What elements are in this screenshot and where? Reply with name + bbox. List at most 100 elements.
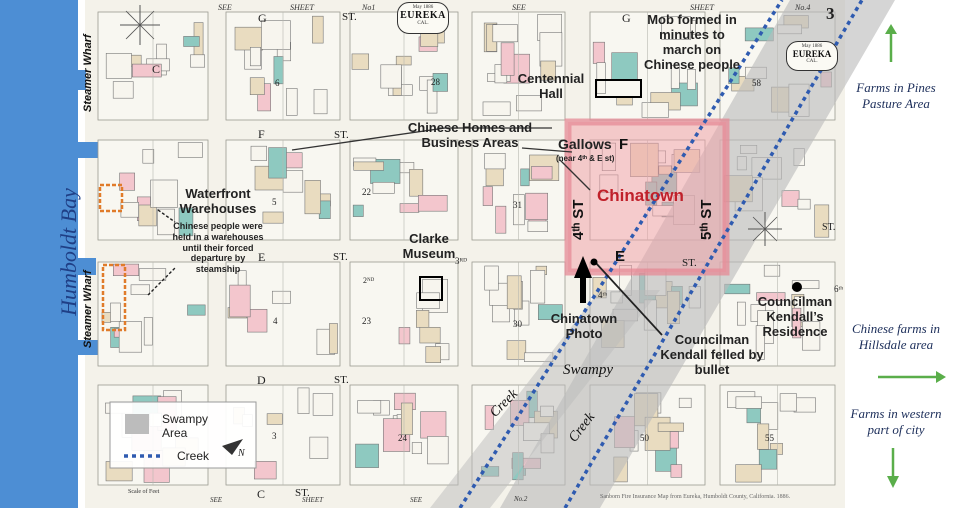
building [178, 207, 194, 237]
f-street-label: F [619, 136, 629, 153]
sheet-label-5: SHEET [690, 3, 714, 12]
arrow-chinese-farms-head [936, 371, 946, 383]
building [118, 321, 142, 353]
councilman-fell-label: Councilman Kendall felled by bullet [660, 332, 764, 377]
title-badge-state: CAL. [417, 21, 429, 26]
building [415, 310, 430, 328]
councilman-residence-label: Councilman Kendall’s Residence [757, 294, 833, 339]
waterfront-title: Waterfront Warehouses [179, 186, 257, 216]
building [399, 203, 420, 213]
street-e-left: E [258, 250, 266, 264]
building [797, 198, 811, 210]
block-number: 23 [362, 316, 371, 326]
building [110, 302, 121, 322]
building [670, 65, 680, 89]
building [380, 64, 402, 89]
page-number: 3 [826, 4, 835, 23]
sheet-label-3: No1 [362, 3, 376, 12]
block-number: 28 [431, 77, 440, 87]
block-number: 50 [640, 433, 649, 443]
building [525, 192, 548, 220]
building [531, 166, 553, 180]
building [527, 220, 549, 232]
building [686, 69, 696, 90]
block-number: 3 [272, 431, 277, 441]
block-number: 31 [513, 200, 522, 210]
swampy-area-lower [430, 290, 660, 508]
title-badge-name: EUREKA [400, 10, 446, 21]
building [409, 169, 424, 197]
building [411, 442, 423, 454]
building [250, 46, 261, 67]
source-credit: Sanborn Fire Insurance Map from Eureka, … [600, 494, 791, 500]
street-c-st-bottom: ST. [295, 487, 310, 499]
building [611, 52, 638, 82]
building [138, 268, 167, 281]
building [793, 397, 816, 413]
block-number: 5 [272, 197, 277, 207]
building [352, 204, 364, 217]
chinatown-zone [564, 118, 730, 276]
legend-north-label: N [238, 448, 245, 459]
clarke-museum-box [419, 276, 443, 301]
scale-text: Scale of Feet [128, 489, 160, 495]
building [262, 211, 284, 224]
building [112, 81, 134, 99]
chinatown-photo-label: Chinatown Photo [550, 311, 618, 341]
sheet-label-2: SHEET [290, 3, 314, 12]
building [285, 88, 298, 116]
title-badge-year-2: May 1886 [801, 44, 823, 49]
building [313, 89, 328, 115]
bay-label: Humboldt Bay [56, 188, 81, 316]
block-number: 24 [398, 433, 407, 443]
building [353, 161, 385, 171]
fourth-st-label: 4ᵗʰ ST [570, 199, 587, 240]
arrow-homes-chinatown [521, 147, 573, 153]
building [657, 422, 684, 432]
arrow-warehouse-upper [157, 209, 176, 223]
street-f-st: ST. [334, 129, 349, 141]
gallows-title: Gallows [558, 136, 612, 152]
waterfront-body: Chinese people were held in a warehouses… [172, 221, 264, 275]
humboldt-bay-water [0, 0, 100, 508]
sheet-label-1: SEE [218, 3, 232, 12]
steamer-wharf-bottom-label: Steamer Wharf [82, 270, 94, 348]
building [150, 179, 178, 208]
building [304, 180, 321, 215]
compass-rose-right [748, 212, 782, 246]
street-f-left: F [258, 127, 265, 141]
title-badge-year: May 1886 [412, 5, 434, 10]
street-e-st-right: ST. [682, 257, 697, 269]
building [427, 436, 449, 465]
building [261, 20, 291, 50]
building [506, 340, 527, 360]
sheet-label-8: SHEET [302, 496, 323, 504]
block-number: 30 [513, 319, 522, 329]
street-d-left: D [257, 373, 266, 387]
building [781, 190, 800, 207]
photo-arrow-head [574, 256, 592, 278]
building [540, 60, 556, 81]
building [400, 402, 413, 436]
building [130, 284, 151, 295]
building [143, 317, 153, 346]
building [779, 393, 797, 412]
creek-line-2 [563, 0, 864, 508]
building [183, 36, 200, 47]
sheet-label-10: SEE [410, 496, 423, 504]
building [426, 79, 438, 114]
building [763, 264, 781, 277]
arrow-farms-western-head [887, 476, 899, 488]
arrow-homes-left [291, 127, 446, 151]
arrow-farms-pines-head [885, 24, 897, 34]
building [249, 77, 265, 95]
arrow-warehouse-lower [147, 267, 176, 296]
sheet-label-9: No.2 [514, 495, 528, 503]
building [758, 449, 778, 470]
building [355, 443, 379, 468]
building [802, 321, 821, 351]
street-g-st-left: ST. [342, 11, 357, 23]
mob-label: Mob formed in minutes to march on Chines… [643, 12, 741, 72]
building [484, 265, 499, 291]
